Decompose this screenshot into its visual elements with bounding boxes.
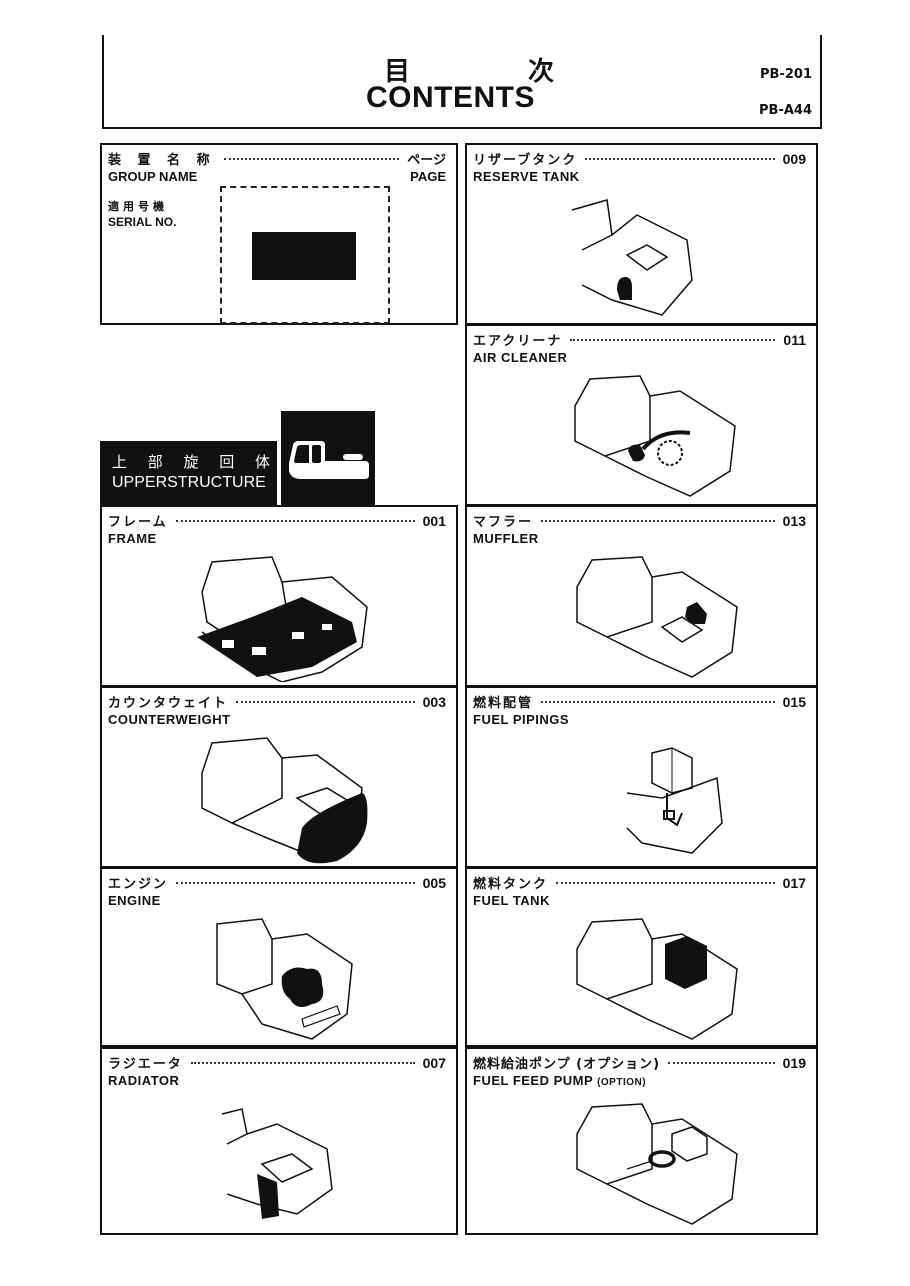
contents-entry-fuel-feed-pump[interactable]: 燃料給油ポンプ (オプション) 019 FUEL FEED PUMP (OPTI… (465, 1047, 818, 1235)
excavator-fuel-pipings-illustration (626, 747, 723, 854)
group-name-jp: 装 置 名 称 (108, 153, 216, 168)
leader-dots (236, 701, 415, 703)
leader-dots (175, 520, 415, 522)
entry-title-jp: 燃料タンク (473, 877, 549, 892)
entry-title-jp: リザーブタンク (473, 153, 578, 168)
entry-header-row: 燃料配管 015 (473, 692, 806, 711)
doc-code-secondary: PB-A44 (759, 103, 812, 118)
entry-title-jp: フレーム (108, 515, 168, 530)
entry-page-number[interactable]: 003 (422, 694, 446, 710)
entry-title-jp: ラジエータ (108, 1057, 183, 1072)
entry-title-en[interactable]: FUEL PIPINGS (473, 712, 570, 727)
doc-code-primary: PB-201 (760, 67, 812, 82)
page-title: CONTENTS (366, 81, 535, 114)
entry-title-jp: マフラー (473, 515, 534, 530)
illustration-legend-frame (220, 186, 390, 324)
title-japanese: 目 次 (384, 51, 554, 88)
entry-header-row: マフラー 013 (473, 511, 806, 530)
leader-dots (176, 882, 415, 884)
excavator-air-cleaner-illustration (574, 375, 736, 497)
entry-title-jp: エアクリーナ (473, 334, 563, 349)
entry-page-number[interactable]: 019 (782, 1055, 806, 1071)
entry-title-jp: エンジン (108, 877, 169, 892)
leader-dots (190, 1062, 415, 1064)
entry-title-jp: 燃料給油ポンプ (オプション) (473, 1057, 661, 1072)
entry-header-row: ラジエータ 007 (108, 1053, 446, 1072)
section-title-jp: 上 部 旋 回 体 (112, 451, 270, 472)
excavator-counterweight-illustration (201, 737, 368, 864)
entry-header-row: エンジン 005 (108, 873, 446, 892)
entry-title-en[interactable]: FUEL TANK (473, 893, 550, 908)
contents-entry-frame[interactable]: フレーム 001 FRAME (100, 505, 458, 687)
entry-page-number[interactable]: 005 (422, 875, 446, 891)
section-title-en: UPPERSTRUCTURE (112, 474, 266, 491)
excavator-upperstructure-icon (281, 411, 375, 505)
serial-en: SERIAL NO. (108, 215, 177, 229)
contents-entry-fuel-pipings[interactable]: 燃料配管 015 FUEL PIPINGS (465, 686, 818, 868)
leader-dots (585, 158, 775, 160)
contents-entry-counterweight[interactable]: カウンタウェイト 003 COUNTERWEIGHT (100, 686, 458, 868)
section-jp-char: 回 (219, 453, 235, 471)
excavator-engine-illustration (216, 918, 353, 1040)
leader-dots (223, 158, 400, 160)
legend-header-row: 装 置 名 称 ページ (108, 149, 446, 168)
entry-page-number[interactable]: 007 (422, 1055, 446, 1071)
entry-title-jp: カウンタウェイト (108, 696, 229, 711)
group-name-en: GROUP NAME (108, 169, 198, 184)
leader-dots (556, 882, 775, 884)
contents-entry-air-cleaner[interactable]: エアクリーナ 011 AIR CLEANER (465, 324, 818, 506)
entry-title-en[interactable]: FUEL FEED PUMP (OPTION) (473, 1073, 646, 1088)
entry-page-number[interactable]: 009 (782, 151, 806, 167)
entry-title-en[interactable]: ENGINE (108, 893, 161, 908)
excavator-fuel-feed-pump-illustration (576, 1103, 738, 1225)
entry-title-en[interactable]: MUFFLER (473, 531, 539, 546)
entry-page-number[interactable]: 001 (422, 513, 446, 529)
entry-title-en[interactable]: COUNTERWEIGHT (108, 712, 231, 727)
page-en: PAGE (410, 169, 446, 184)
entry-page-number[interactable]: 017 (782, 875, 806, 891)
leader-dots (668, 1062, 775, 1064)
section-jp-char: 体 (254, 453, 270, 471)
entry-title-en-option: (OPTION) (597, 1077, 647, 1088)
entry-title-en[interactable]: RADIATOR (108, 1073, 180, 1088)
section-jp-char: 部 (147, 453, 163, 471)
title-jp-char: 次 (527, 57, 554, 87)
entry-title-en[interactable]: RESERVE TANK (473, 169, 580, 184)
highlight-legend-swatch (252, 232, 356, 280)
serial-jp: 適用号機 (108, 200, 168, 213)
section-label-upperstructure: 上 部 旋 回 体 UPPERSTRUCTURE (100, 441, 277, 505)
entry-header-row: エアクリーナ 011 (473, 330, 806, 349)
entry-page-number[interactable]: 015 (782, 694, 806, 710)
page-header: 目 次 CONTENTS PB-201 PB-A44 (102, 35, 822, 129)
entry-page-number[interactable]: 013 (782, 513, 806, 529)
contents-entry-muffler[interactable]: マフラー 013 MUFFLER (465, 505, 818, 687)
entry-header-row: 燃料給油ポンプ (オプション) 019 (473, 1053, 806, 1072)
contents-entry-fuel-tank[interactable]: 燃料タンク 017 FUEL TANK (465, 867, 818, 1047)
entry-page-number[interactable]: 011 (783, 332, 806, 348)
excavator-muffler-illustration (576, 556, 738, 678)
excavator-fuel-tank-illustration (576, 918, 738, 1040)
legend-box: 装 置 名 称 ページ GROUP NAME PAGE 適用号機 SERIAL … (100, 143, 458, 325)
entry-title-en[interactable]: FRAME (108, 531, 157, 546)
contents-entry-reserve-tank[interactable]: リザーブタンク 009 RESERVE TANK (465, 143, 818, 325)
page-jp: ページ (407, 152, 446, 167)
entry-title-jp: 燃料配管 (473, 696, 534, 711)
excavator-reserve-tank-illustration (571, 199, 693, 316)
entry-title-en[interactable]: AIR CLEANER (473, 350, 568, 365)
leader-dots (541, 520, 775, 522)
leader-dots (570, 339, 776, 341)
contents-entry-radiator[interactable]: ラジエータ 007 RADIATOR (100, 1047, 458, 1235)
entry-header-row: リザーブタンク 009 (473, 149, 806, 168)
section-jp-char: 上 (112, 453, 128, 471)
excavator-radiator-illustration (221, 1108, 333, 1219)
section-jp-char: 旋 (183, 453, 199, 471)
excavator-frame-illustration (197, 556, 368, 682)
leader-dots (541, 701, 775, 703)
contents-entry-engine[interactable]: エンジン 005 ENGINE (100, 867, 458, 1047)
entry-header-row: 燃料タンク 017 (473, 873, 806, 892)
entry-title-en-main: FUEL FEED PUMP (473, 1073, 593, 1088)
entry-header-row: カウンタウェイト 003 (108, 692, 446, 711)
title-jp-char: 目 (384, 57, 411, 87)
entry-header-row: フレーム 001 (108, 511, 446, 530)
